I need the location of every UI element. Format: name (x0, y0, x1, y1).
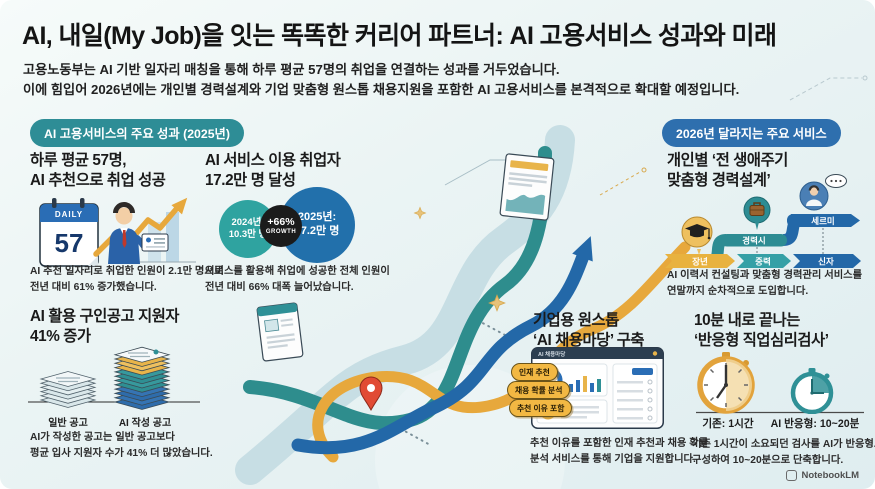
counselor-icon (799, 174, 847, 211)
dashboard-button (632, 368, 653, 375)
badge-2026-services: 2026년 달라지는 주요 서비스 (662, 119, 841, 147)
label-ai-duration: AI 반응형: 10~20분 (770, 418, 860, 430)
ribbon-yellow (312, 241, 691, 463)
stopwatch-old-icon (697, 352, 755, 414)
svg-text:중력: 중력 (755, 257, 771, 267)
svg-text:57: 57 (55, 228, 84, 258)
svg-text:경력시: 경력시 (742, 236, 765, 246)
road-segment-1 (665, 254, 735, 268)
bar-chart (569, 376, 601, 392)
subtitle-line2: 이에 힘입어 2026년에는 개인별 경력설계와 기업 맞춤형 원스톱 채용지원… (23, 82, 740, 97)
label-plain-posting: 일반 공고 (48, 418, 88, 429)
card-postings-title: AI 활용 구인공고 지원자 41% 증가 (30, 308, 180, 346)
svg-text:신자: 신자 (818, 257, 834, 267)
ai-posting-stack (113, 346, 171, 410)
career-road-illustration: 장년 중력 신자 경력시 세르미 (665, 174, 861, 268)
circuit-line (789, 77, 862, 101)
card-postings-caption: AI가 작성한 공고는 일반 공고보다 평균 입사 지원자 수가 41% 더 많… (30, 432, 213, 459)
svg-text:DAILY: DAILY (55, 210, 83, 219)
road-segment-3 (793, 254, 861, 268)
arrowhead (572, 236, 593, 262)
card-recruit-caption: 추천 이유를 포함한 인재 추천과 채용 확률 분석 서비스를 통해 기업을 지… (530, 438, 709, 465)
road-band-mid (721, 234, 787, 247)
window-dot-icon (652, 351, 658, 356)
stopwatch-ai-icon (790, 368, 834, 414)
graduation-cap-icon (681, 216, 713, 255)
card-career-caption: AI 이력서 컨설팅과 맞춤형 경력관리 서비스를 연말까지 순차적으로 도입합… (667, 270, 863, 297)
paper-stacks-illustration (28, 346, 200, 410)
tag-hiring-probability: 채용 확률 분석 (507, 381, 571, 399)
stopwatch-illustration (696, 352, 864, 414)
circuit-node (641, 167, 647, 173)
svg-text:장년: 장년 (692, 257, 708, 267)
tag-reason-included: 추천 이유 포함 (509, 399, 573, 417)
svg-text:세르미: 세르미 (811, 216, 834, 226)
watermark: NotebookLM (786, 470, 859, 481)
card-recruit-title: 기업용 원스톱 ‘AI 채용마당’ 구축 (533, 312, 645, 350)
label-existing-duration: 기존: 1시간 (702, 418, 754, 430)
tag-talent-recommendation: 인재 추천 (511, 363, 558, 381)
bubble-chart: 2025년: 17.2만 명 2024년: 10.3만 명 +66% GROWT… (205, 186, 370, 266)
calendar-person-illustration: DAILY 57 (39, 197, 196, 267)
circuit-line (599, 171, 641, 196)
calendar-icon: DAILY 57 (39, 198, 99, 267)
ribbon-blue (291, 244, 592, 455)
briefcase-icon (743, 196, 771, 230)
watermark-brand: NotebookLM (801, 470, 859, 481)
document-card (256, 302, 304, 362)
ribbon-teal (243, 146, 552, 431)
card-users-title: AI 서비스 이용 취업자 17.2만 명 달성 (205, 152, 341, 190)
person-illustration (108, 202, 169, 264)
card-psytest-title: 10분 내로 끝나는 ‘반응형 직업심리검사’ (694, 312, 829, 350)
subtitle-line1: 고용노동부는 AI 기반 일자리 매칭을 통해 하루 평균 57명의 취업을 연… (23, 62, 560, 77)
card-psytest-caption: 기존 1시간이 소요되던 검사를 AI가 반응형으로 구성하여 10~20분으로… (692, 439, 875, 466)
growth-badge: +66% GROWTH (260, 205, 302, 247)
svg-text:AI 채용마당: AI 채용마당 (538, 350, 565, 358)
circuit-node (862, 75, 868, 81)
notebooklm-logo-icon (786, 470, 798, 481)
road-band-top (787, 214, 860, 227)
card-users-caption: 서비스를 활용해 취업에 성공한 전체 인원이 전년 대비 66% 대폭 늘어났… (205, 266, 390, 293)
road-segment-2 (737, 254, 791, 268)
card-career-title: 개인별 ‘전 생애주기 맞춤형 경력설계’ (667, 152, 788, 190)
card-daily-title: 하루 평균 57명, AI 추천으로 취업 성공 (30, 152, 166, 190)
map-pin-icon (359, 376, 383, 412)
plain-posting-stack (39, 371, 97, 408)
form-rows (617, 379, 653, 421)
label-ai-posting: AI 작성 공고 (118, 418, 172, 429)
dotted-trail (461, 311, 506, 336)
badge-2025-results: AI 고용서비스의 주요 성과 (2025년) (30, 119, 244, 147)
document-chart-card (499, 153, 555, 221)
page-title: AI, 내일(My Job)을 잇는 똑똑한 커리어 파트너: AI 고용서비스… (22, 22, 777, 50)
card-daily-caption: AI 추천 일자리로 취업한 인원이 2.1만 명으로 전년 대비 61% 증가… (30, 266, 224, 293)
